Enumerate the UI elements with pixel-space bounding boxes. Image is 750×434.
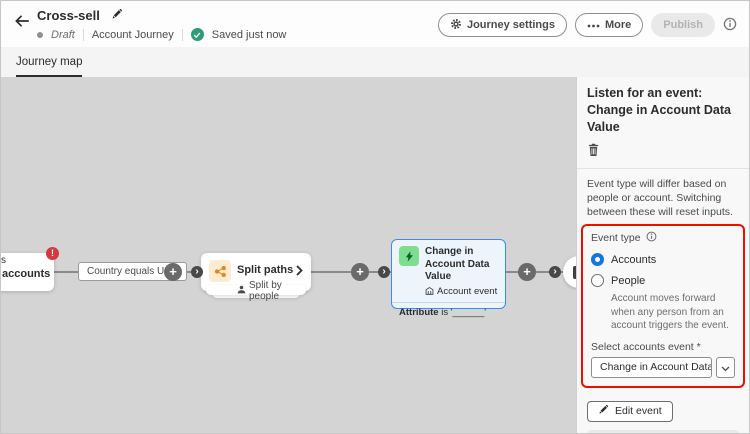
- collapse-handle-2[interactable]: ›: [378, 266, 390, 278]
- panel-intro-text: Event type will differ based on people o…: [587, 177, 733, 218]
- back-arrow-icon: [13, 15, 31, 33]
- split-paths-icon: [209, 260, 231, 282]
- left-node-title-fragment: s: [1, 255, 6, 266]
- radio-people-label: People: [611, 274, 646, 287]
- draft-status-dot: [37, 31, 43, 38]
- event-config-panel: Listen for an event: Change in Account D…: [576, 77, 749, 433]
- tab-journey-map[interactable]: Journey map: [16, 47, 83, 77]
- add-node-button-1[interactable]: +: [164, 263, 182, 281]
- publish-label: Publish: [663, 19, 703, 31]
- required-asterisk: *: [696, 340, 701, 353]
- split-node-title: Split paths: [237, 264, 294, 276]
- saved-status-label: Saved just now: [211, 28, 287, 41]
- left-node-subtitle-fragment: accounts: [2, 268, 51, 280]
- select-event-label: Select accounts event: [591, 340, 697, 353]
- divider: [577, 167, 749, 169]
- add-node-button-2[interactable]: +: [351, 263, 369, 281]
- end-square-icon: [572, 265, 576, 279]
- node-read-accounts[interactable]: s accounts !: [1, 247, 59, 291]
- event-lightning-icon: [399, 246, 419, 266]
- node-change-in-account-data-value[interactable]: Change in Account Data Value Account eve…: [391, 239, 506, 318]
- radio-unselected-icon: [591, 274, 604, 288]
- ellipsis-icon: [587, 19, 600, 31]
- info-icon: [723, 17, 737, 34]
- journey-type-label: Account Journey: [91, 28, 174, 41]
- combobox-dropdown-button[interactable]: [716, 356, 735, 378]
- journey-meta: Draft Account Journey Saved just now: [37, 28, 286, 41]
- radio-people[interactable]: People: [591, 274, 735, 288]
- accounts-event-value[interactable]: Change in Account Data Value: [591, 356, 712, 378]
- condition-label[interactable]: Country equals USA: [78, 262, 187, 281]
- accounts-event-combobox: Change in Account Data Value: [591, 356, 735, 378]
- journey-end-node[interactable]: [563, 256, 576, 288]
- tab-strip: Journey map: [1, 47, 749, 77]
- edit-event-label: Edit event: [615, 405, 662, 418]
- event-node-attribute-summary: Attribute is '______': [399, 306, 487, 318]
- error-badge-icon: !: [46, 247, 59, 260]
- gear-icon: [450, 18, 462, 33]
- publish-button[interactable]: Publish: [651, 13, 715, 37]
- account-building-icon: [425, 286, 434, 298]
- more-label: More: [604, 19, 632, 31]
- event-node-title: Change in Account Data Value: [425, 246, 490, 282]
- event-type-label: Event type: [591, 232, 641, 245]
- split-node-subtitle: Split by people: [249, 280, 282, 302]
- collapse-handle-1[interactable]: ›: [191, 266, 203, 278]
- top-bar: Cross-sell Draft Account Journey Saved j…: [1, 1, 749, 47]
- draft-status-label: Draft: [51, 28, 75, 41]
- divider: [181, 28, 183, 41]
- delete-node-button[interactable]: [587, 143, 600, 160]
- journey-settings-label: Journey settings: [466, 19, 555, 31]
- event-node-subtitle: Account event: [437, 286, 498, 297]
- chevron-down-icon: [721, 360, 730, 375]
- collapse-handle-3[interactable]: ›: [549, 266, 561, 278]
- edit-title-button[interactable]: [111, 8, 123, 23]
- divider: [82, 28, 84, 41]
- panel-heading: Listen for an event: Change in Account D…: [587, 86, 731, 134]
- journey-canvas[interactable]: s accounts ! Country equals USA + › Spli…: [1, 77, 576, 433]
- divider: [392, 301, 505, 303]
- radio-accounts-label: Accounts: [611, 253, 657, 266]
- radio-selected-icon: [591, 253, 604, 267]
- attribute-summary-box: Attribute is '______': [587, 429, 739, 433]
- add-node-button-3[interactable]: +: [518, 263, 536, 281]
- info-icon[interactable]: [646, 231, 657, 245]
- node-split-paths[interactable]: Split paths Split by people: [201, 253, 311, 302]
- journey-title: Cross-sell: [37, 8, 100, 23]
- publish-info-button[interactable]: [723, 17, 737, 34]
- pencil-icon: [598, 404, 609, 418]
- red-annotation-box: Event type Accounts People Account moves…: [581, 224, 745, 388]
- saved-check-icon: [190, 28, 204, 41]
- chevron-right-icon: [295, 263, 304, 281]
- accounts-helper-text: Account moves forward when any person fr…: [611, 293, 729, 332]
- more-button[interactable]: More: [574, 13, 644, 37]
- pencil-icon: [111, 8, 123, 23]
- journey-settings-button[interactable]: Journey settings: [437, 13, 567, 37]
- person-icon: [237, 285, 246, 297]
- back-button[interactable]: [12, 12, 32, 32]
- edit-event-button[interactable]: Edit event: [587, 400, 673, 422]
- trash-icon: [587, 143, 600, 160]
- radio-accounts[interactable]: Accounts: [591, 253, 735, 267]
